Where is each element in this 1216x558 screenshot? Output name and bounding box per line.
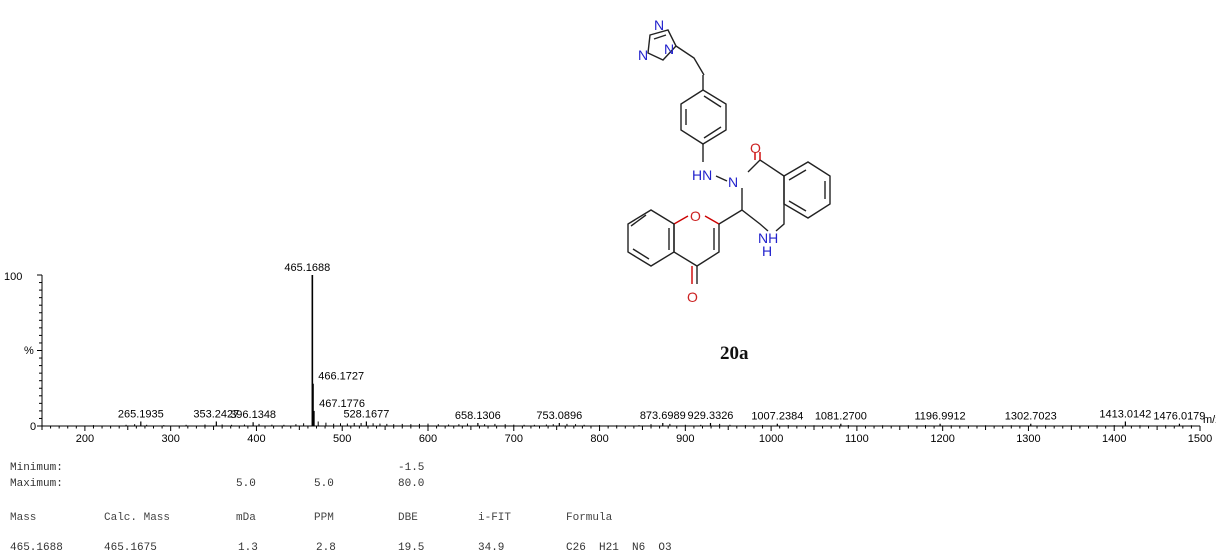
peak-label: 1081.2700: [815, 411, 867, 423]
atom-o-chromone-ring: O: [690, 208, 701, 224]
peak-label: 1196.9912: [914, 411, 965, 423]
benzene-ring-1: [680, 89, 727, 145]
x-tick-label: 200: [76, 433, 94, 445]
x-tick-label: 300: [161, 433, 179, 445]
benzene-2-double-3: [788, 200, 807, 212]
molecule-atom-labels: N N N HN N O O NH H O: [638, 17, 778, 305]
benzene-ring-2: [783, 161, 831, 219]
y-minor-ticks: [37, 274, 42, 427]
benzene-1-double-2: [703, 126, 722, 139]
benzene-ring-3: [627, 209, 675, 267]
x-tick-label: 700: [505, 433, 523, 445]
x-tick-labels: 200 300 400 500 600 700 800 900 1000 1100 1200 1300…: [76, 433, 1213, 445]
triazole-double-bond: [653, 34, 667, 40]
atom-hn: HN: [692, 167, 712, 183]
peak-label: 658.1306: [455, 410, 501, 422]
compound-label: 20a: [720, 343, 749, 364]
x-tick-label: 800: [590, 433, 608, 445]
y-axis-label-percent: %: [24, 345, 34, 357]
peak-label: 1413.0142: [1099, 408, 1151, 420]
peak-label: 753.0896: [536, 410, 582, 422]
pyranone-o-bond-1: [704, 215, 720, 225]
x-tick-label: 1100: [845, 433, 869, 445]
x-tick-label: 600: [419, 433, 437, 445]
atom-n-ring: N: [728, 174, 738, 190]
dihydro-ring-left: [741, 188, 769, 232]
y-tick-label-100: 100: [4, 271, 22, 283]
x-tick-label: 1500: [1188, 433, 1212, 445]
atom-n-triazole-left: N: [638, 47, 648, 63]
dihydro-ring-right: [775, 176, 785, 232]
atom-nh-hydrogen: H: [762, 243, 772, 259]
nh-n-bond: [715, 175, 728, 182]
amide-bond: [747, 159, 785, 177]
x-tick-label: 1400: [1102, 433, 1126, 445]
x-minor-ticks: [41, 426, 1201, 431]
benzene-2-double-1: [788, 169, 807, 181]
x-axis-label: m/z: [1203, 414, 1216, 426]
triazole-ring: [647, 29, 677, 61]
peak-label: 1302.7023: [1005, 411, 1057, 423]
x-tick-label: 1200: [930, 433, 954, 445]
peak-label: 265.1935: [118, 408, 164, 420]
quinazoline-chromone-bond: [718, 209, 743, 225]
baseline-noise: [92, 421, 1192, 426]
atom-o-carbonyl: O: [750, 140, 761, 156]
peak-label: 466.1727: [318, 371, 364, 383]
atom-n-triazole-top: N: [654, 17, 664, 33]
peak-label: 396.1348: [230, 409, 276, 421]
peak-label: 873.6989: [640, 410, 686, 422]
pyranone-o-bond-2: [673, 215, 689, 225]
atom-n-triazole-right: N: [664, 41, 674, 57]
peak-label: 929.3326: [688, 410, 734, 422]
benzene-3-double-1: [630, 214, 647, 227]
x-tick-label: 1300: [1016, 433, 1040, 445]
peak-label: 465.1688: [284, 262, 330, 274]
peak-label: 1007.2384: [751, 411, 803, 423]
x-tick-label: 500: [333, 433, 351, 445]
peak-label: 467.1776: [319, 398, 365, 410]
peak-label: 1476.0179: [1153, 411, 1205, 423]
x-tick-label: 900: [676, 433, 694, 445]
y-tick-label-0: 0: [30, 421, 36, 433]
benzene-3-double-2: [632, 248, 650, 260]
atom-o-chromone-carbonyl: O: [687, 289, 698, 305]
methylene-bond: [675, 45, 705, 76]
molecule-structure: [627, 29, 831, 284]
peak-label: 353.2427: [193, 408, 239, 420]
x-tick-label: 1000: [759, 433, 783, 445]
pyranone-ring: [673, 224, 720, 267]
atom-nh: NH: [758, 230, 778, 246]
peak-label: 528.1677: [343, 408, 389, 420]
benzene-1-double-1: [703, 95, 722, 108]
x-tick-label: 400: [247, 433, 265, 445]
